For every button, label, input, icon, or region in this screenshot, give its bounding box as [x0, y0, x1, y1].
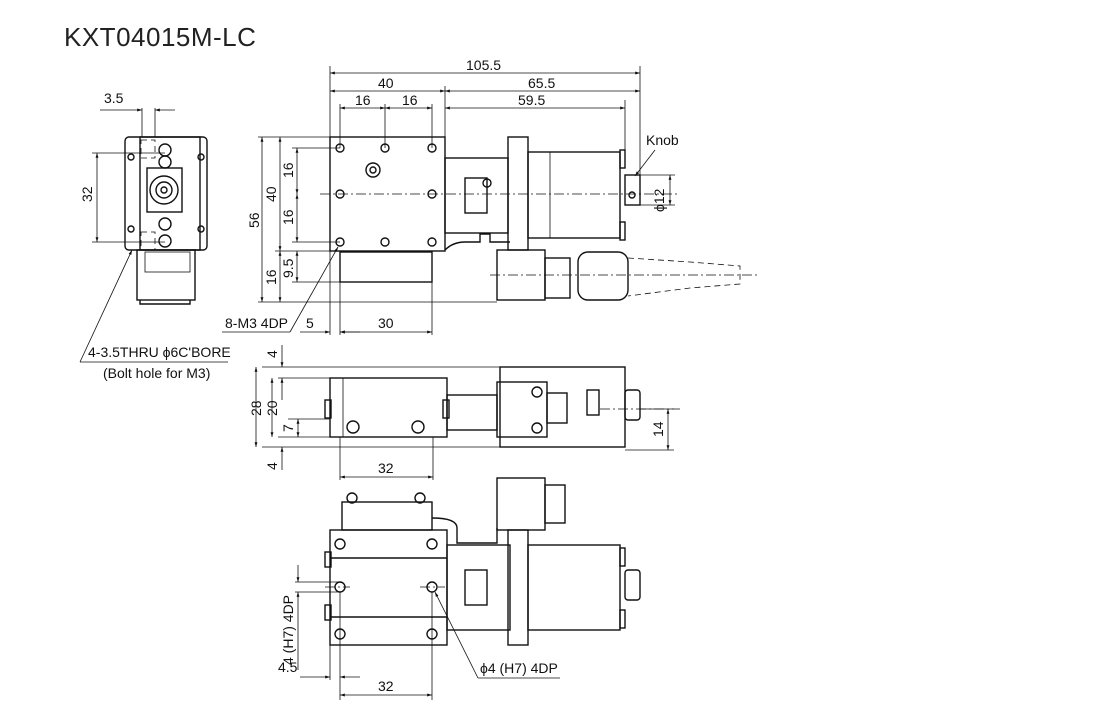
tapped-holes-callout: 8-M3 4DP: [225, 315, 288, 331]
dim-total-height: 56: [246, 212, 262, 228]
dim-motor-length: 65.5: [528, 75, 555, 91]
drawing-title: KXT04015M-LC: [64, 22, 257, 52]
end-view-offset-dim: 3.5: [104, 90, 124, 106]
pin-hole-callout: ϕ4 (H7) 4DP: [480, 660, 558, 676]
side-view: 4 28 20 7 4 32 14: [248, 345, 680, 480]
dim-vertical-pitch-2: 16: [280, 209, 296, 225]
bottom-view: 4 (H7) 4DP 4.5 32 ϕ4 (H7) 4DP: [278, 477, 641, 700]
side-dim-bottom: 4: [264, 462, 280, 470]
side-dim-top: 4: [264, 350, 280, 358]
side-dim-low: 7: [280, 424, 296, 432]
bottom-dim-width: 32: [378, 678, 394, 694]
bolt-hole-callout: 4-3.5THRU ϕ6C'BORE: [88, 344, 231, 360]
dim-base-height: 16: [263, 269, 279, 285]
dim-base-offset-x: 5: [306, 315, 314, 331]
dim-motor-to-knob: 59.5: [518, 92, 545, 108]
pin-vertical-dim: 4 (H7) 4DP: [280, 595, 296, 665]
side-dim-width: 32: [378, 460, 394, 476]
side-dim-knob: 14: [650, 421, 666, 437]
knob-diameter-dim: ϕ12: [651, 188, 667, 212]
side-dim-body: 20: [264, 400, 280, 416]
bolt-hole-note: (Bolt hole for M3): [103, 365, 210, 381]
top-view: 105.5 40 65.5 16 16 59.5 56 40 16 16 9.5…: [222, 57, 760, 335]
bottom-dim-offset: 4.5: [278, 659, 298, 675]
dim-overall-length: 105.5: [466, 57, 501, 73]
knob-label: Knob: [646, 132, 679, 148]
dim-base-width: 30: [378, 315, 394, 331]
dim-hole-pitch-1: 16: [355, 92, 371, 108]
side-dim-total: 28: [248, 400, 264, 416]
dim-hole-pitch-2: 16: [402, 92, 418, 108]
end-view: 3.5 32 4-3.5THRU ϕ6C'BORE (Bolt hole for…: [79, 90, 231, 381]
dim-stage-height: 40: [263, 186, 279, 202]
dim-stage-width: 40: [378, 75, 394, 91]
end-view-pitch-dim: 32: [79, 186, 95, 202]
dim-vertical-pitch-1: 16: [280, 162, 296, 178]
dim-base-offset: 9.5: [280, 258, 296, 278]
